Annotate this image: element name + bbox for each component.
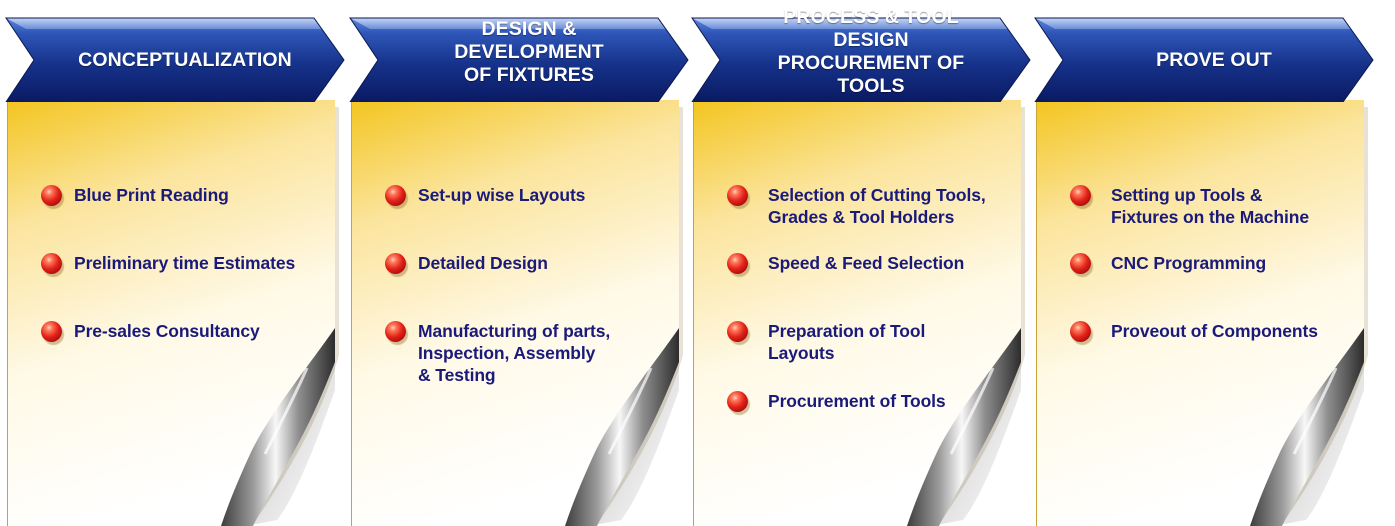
item-label: CNC Programming xyxy=(1111,253,1267,273)
list-item: Speed & Feed Selection xyxy=(727,252,1021,274)
item-label: Blue Print Reading xyxy=(74,185,229,205)
stage-title: DESIGN & DEVELOPMENT OF FIXTURES xyxy=(404,10,654,94)
item-label: Proveout of Components xyxy=(1111,321,1318,341)
red-sphere-bullet-icon xyxy=(385,253,406,274)
list-item: CNC Programming xyxy=(1070,252,1364,274)
red-sphere-bullet-icon xyxy=(1070,185,1091,206)
item-label: Preliminary time Estimates xyxy=(74,253,296,273)
stage-prove-out: Setting up Tools & Fixtures on the Machi… xyxy=(1033,0,1375,526)
item-label: Preparation of Tool xyxy=(768,321,926,341)
paper-panel xyxy=(351,100,683,526)
paper-panel xyxy=(693,100,1025,526)
stage-title-line: CONCEPTUALIZATION xyxy=(78,48,292,71)
red-sphere-bullet-icon xyxy=(727,185,748,206)
stage-title: CONCEPTUALIZATION xyxy=(60,18,310,102)
item-label: Set-up wise Layouts xyxy=(418,185,586,205)
list-item: Setting up Tools & Fixtures on the Machi… xyxy=(1070,184,1364,228)
red-sphere-bullet-icon xyxy=(727,321,748,342)
list-item: Manufacturing of parts, Inspection, Asse… xyxy=(385,320,679,386)
stage-panel: Set-up wise Layouts Detailed Design Manu… xyxy=(351,100,683,526)
item-label: Pre-sales Consultancy xyxy=(74,321,260,341)
red-sphere-bullet-icon xyxy=(1070,321,1091,342)
item-label: Speed & Feed Selection xyxy=(768,253,965,273)
list-item: Blue Print Reading xyxy=(41,184,335,206)
item-label: Procurement of Tools xyxy=(768,391,946,411)
item-label: Setting up Tools & xyxy=(1111,185,1263,205)
list-item: Preparation of Tool Layouts xyxy=(727,320,1021,364)
list-item: Pre-sales Consultancy xyxy=(41,320,335,342)
item-label: Layouts xyxy=(768,343,835,363)
list-item: Preliminary time Estimates xyxy=(41,252,335,274)
item-label: Fixtures on the Machine xyxy=(1111,207,1310,227)
stage-header-chevron: PROVE OUT xyxy=(1033,10,1375,102)
stage-conceptualization: Blue Print Reading Preliminary time Esti… xyxy=(4,0,346,526)
paper-panel xyxy=(7,100,339,526)
item-label: Detailed Design xyxy=(418,253,548,273)
stage-header-chevron: CONCEPTUALIZATION xyxy=(4,10,346,102)
item-label: Inspection, Assembly xyxy=(418,343,596,363)
red-sphere-bullet-icon xyxy=(41,185,62,206)
red-sphere-bullet-icon xyxy=(1070,253,1091,274)
item-label: Grades & Tool Holders xyxy=(768,207,955,227)
stage-title: PROCESS & TOOL DESIGN PROCUREMENT OF TOO… xyxy=(746,6,996,97)
stage-title-line: PROCUREMENT OF TOOLS xyxy=(777,52,965,97)
stage-panel: Blue Print Reading Preliminary time Esti… xyxy=(7,100,339,526)
list-item: Detailed Design xyxy=(385,252,679,274)
stage-header-chevron: PROCESS & TOOL DESIGN PROCUREMENT OF TOO… xyxy=(690,6,1032,102)
stage-title-line: PROCESS & TOOL DESIGN xyxy=(783,6,959,51)
stage-process-tool-design: Selection of Cutting Tools, Grades & Too… xyxy=(690,0,1032,526)
list-item: Procurement of Tools xyxy=(727,390,1021,412)
list-item: Set-up wise Layouts xyxy=(385,184,679,206)
red-sphere-bullet-icon xyxy=(727,391,748,412)
red-sphere-bullet-icon xyxy=(727,253,748,274)
stage-panel: Selection of Cutting Tools, Grades & Too… xyxy=(693,100,1025,526)
stage-panel: Setting up Tools & Fixtures on the Machi… xyxy=(1036,100,1368,526)
red-sphere-bullet-icon xyxy=(385,321,406,342)
stage-header-chevron: DESIGN & DEVELOPMENT OF FIXTURES xyxy=(348,10,690,102)
item-label: & Testing xyxy=(418,365,496,385)
item-label: Manufacturing of parts, xyxy=(418,321,611,341)
red-sphere-bullet-icon xyxy=(41,253,62,274)
stage-title-line: PROVE OUT xyxy=(1156,48,1272,71)
stage-title-line: DESIGN & DEVELOPMENT xyxy=(454,17,604,63)
item-label: Selection of Cutting Tools, xyxy=(768,185,986,205)
paper-panel xyxy=(1036,100,1368,526)
stage-title-line: OF FIXTURES xyxy=(463,63,595,86)
red-sphere-bullet-icon xyxy=(41,321,62,342)
red-sphere-bullet-icon xyxy=(385,185,406,206)
stage-design-development: Set-up wise Layouts Detailed Design Manu… xyxy=(348,0,690,526)
list-item: Proveout of Components xyxy=(1070,320,1364,342)
list-item: Selection of Cutting Tools, Grades & Too… xyxy=(727,184,1021,228)
stage-title: PROVE OUT xyxy=(1089,18,1339,102)
